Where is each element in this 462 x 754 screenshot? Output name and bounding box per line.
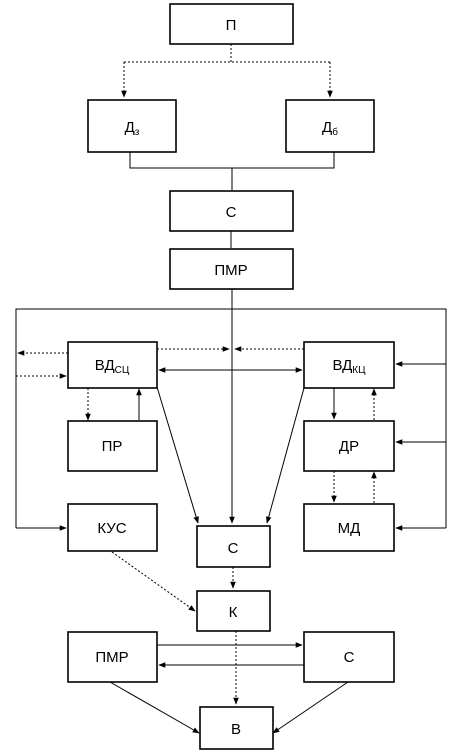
block-s2-label: С: [228, 540, 239, 557]
edge-kus-to-k: [111, 551, 196, 612]
block-s1-label: С: [226, 204, 237, 221]
block-db-label: Дб: [322, 119, 338, 138]
edge-p-split: [124, 44, 330, 63]
block-pmr1-label: ПМР: [214, 262, 247, 279]
block-dr: ДР: [303, 420, 395, 472]
block-k: К: [196, 590, 271, 632]
edge-vdkc-to-s2: [265, 387, 305, 524]
block-dr-label: ДР: [339, 438, 359, 455]
block-v-label: В: [231, 721, 241, 738]
block-vdkc-label: ВДКЦ: [332, 357, 366, 376]
block-vdsc: ВДСЦ: [67, 341, 158, 389]
block-md: МД: [303, 503, 395, 552]
block-s3-label: С: [344, 649, 355, 666]
block-s2: С: [196, 525, 271, 568]
block-p: П: [169, 3, 294, 45]
edge-s3-to-v: [272, 681, 349, 734]
block-p-label: П: [226, 17, 237, 34]
edge-vdsc-to-s2: [156, 386, 199, 524]
block-pmr2: ПМР: [67, 631, 158, 683]
block-kus: КУС: [67, 503, 158, 552]
block-v: В: [199, 706, 274, 750]
block-vdsc-label: ВДСЦ: [95, 357, 130, 376]
block-md-label: МД: [338, 520, 361, 537]
edge-outer-frame: [15, 308, 447, 528]
block-pr: ПР: [67, 420, 158, 472]
block-db: Дб: [285, 99, 375, 153]
block-vdkc: ВДКЦ: [303, 341, 395, 389]
block-pmr2-label: ПМР: [95, 649, 128, 666]
block-k-label: К: [229, 604, 238, 621]
block-dz-label: Дз: [125, 119, 140, 138]
block-pr-label: ПР: [102, 438, 123, 455]
block-s1: С: [169, 190, 294, 232]
connectors: [15, 44, 447, 734]
edge-pmr2-to-v: [109, 681, 200, 734]
block-dz: Дз: [87, 99, 177, 153]
edge-d-merge: [129, 152, 335, 190]
block-pmr1: ПМР: [169, 248, 294, 290]
block-s3: С: [303, 631, 395, 683]
block-kus-label: КУС: [97, 520, 126, 537]
